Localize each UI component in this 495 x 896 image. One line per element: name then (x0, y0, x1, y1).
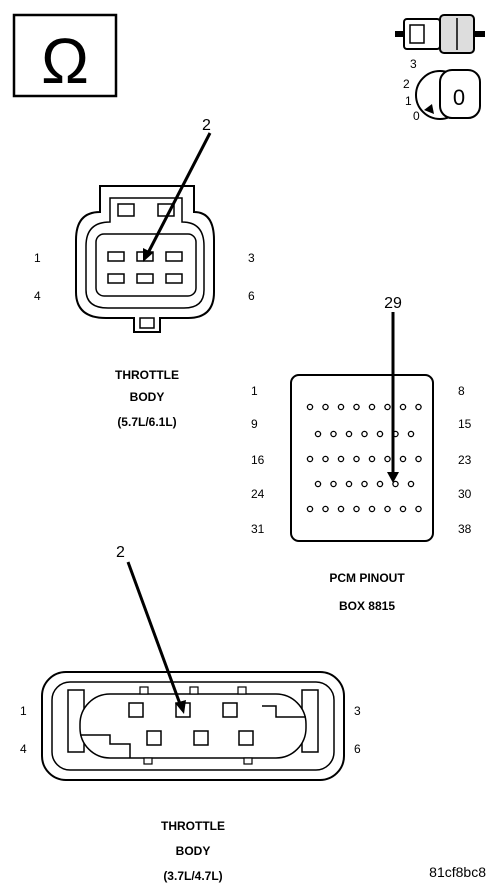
caption-bottom-line3: (3.7L/4.7L) (163, 869, 222, 883)
pcm-row-label-left-1: 1 (251, 384, 258, 398)
pcm-pin-15 (407, 430, 415, 438)
pcm-pin-20 (368, 455, 376, 463)
pcm-pin-10 (330, 430, 337, 438)
pcm-pin-12 (361, 430, 368, 438)
pcm-pin-4 (353, 403, 360, 411)
key-position-3: 3 (410, 57, 417, 71)
pcm-pin-38 (415, 505, 422, 513)
cavity-4 (107, 273, 125, 284)
pcm-pin-28 (376, 480, 384, 488)
cavity-5 (136, 273, 154, 284)
cavity-4 (146, 730, 162, 746)
pcm-row-label-left-5: 31 (251, 522, 265, 536)
connector-plug-icon (395, 14, 485, 54)
pcm-pin-grid (306, 403, 422, 513)
pcm-pin-6 (384, 403, 391, 411)
pcm-pin-19 (353, 455, 360, 463)
pcm-row-label-right-3: 23 (458, 453, 472, 467)
callout-number-pcm: 29 (384, 295, 402, 312)
callout-number-bottom: 2 (116, 544, 125, 561)
pcm-row-label-right-4: 30 (458, 487, 472, 501)
pcm-row-label-right-1: 8 (458, 384, 465, 398)
pcm-pin-34 (353, 505, 360, 513)
key-position-1: 1 (405, 94, 412, 108)
key-head-label: 0 (453, 85, 465, 110)
pcm-pin-22 (399, 455, 407, 463)
pin-label-bottom-conn-bottom-right: 6 (354, 742, 361, 756)
pcm-pin-31 (306, 505, 314, 513)
callout-arrow-bottom (126, 561, 186, 714)
pcm-pin-33 (337, 505, 345, 513)
pcm-pin-35 (368, 505, 376, 513)
pcm-pin-5 (368, 403, 376, 411)
pcm-pin-18 (337, 455, 345, 463)
pcm-pin-29 (392, 480, 399, 488)
pin-label-top-right: 3 (248, 251, 255, 265)
pin-label-bottom-conn-top-left: 1 (20, 704, 27, 718)
pcm-pin-32 (322, 505, 329, 513)
pcm-pin-16 (306, 455, 314, 463)
pin-label-bottom-conn-top-right: 3 (354, 704, 361, 718)
pcm-row-label-right-2: 15 (458, 417, 472, 431)
pcm-pin-9 (314, 430, 322, 438)
caption-pcm-line2: BOX 8815 (339, 599, 395, 613)
pcm-pin-8 (415, 403, 422, 411)
cavity-5 (193, 730, 209, 746)
pcm-row-label-left-4: 24 (251, 487, 265, 501)
pcm-pin-17 (322, 455, 329, 463)
throttle-body-connector-top (75, 185, 215, 333)
cavity-1 (128, 702, 144, 718)
key-position-0: 0 (413, 109, 420, 123)
pcm-pin-25 (330, 480, 337, 488)
pin-label-bottom-left: 4 (34, 289, 41, 303)
pcm-pin-21 (384, 455, 391, 463)
pcm-pin-23 (415, 455, 422, 463)
pcm-row-label-left-3: 16 (251, 453, 265, 467)
pcm-row-label-right-5: 38 (458, 522, 472, 536)
key-position-2: 2 (403, 77, 410, 91)
pcm-pin-11 (345, 430, 353, 438)
pcm-pin-7 (399, 403, 407, 411)
pcm-pin-24 (314, 480, 322, 488)
cavity-3 (165, 251, 183, 262)
caption-bottom-line2: BODY (176, 844, 211, 858)
throttle-body-connector-bottom (41, 671, 345, 781)
caption-top-line3: (5.7L/6.1L) (117, 415, 176, 429)
pcm-row-label-left-2: 9 (251, 417, 258, 431)
pin-label-bottom-right: 6 (248, 289, 255, 303)
pcm-pin-3 (337, 403, 345, 411)
pcm-pin-36 (384, 505, 391, 513)
caption-bottom-line1: THROTTLE (161, 819, 225, 833)
cavity-1 (107, 251, 125, 262)
pcm-pin-27 (361, 480, 368, 488)
caption-top-line1: THROTTLE (115, 368, 179, 382)
ohm-symbol: Ω (41, 25, 89, 97)
pcm-pin-37 (399, 505, 407, 513)
ignition-key-icon: 3 2 1 0 0 (403, 57, 481, 123)
pcm-pin-30 (407, 480, 415, 488)
pcm-pin-26 (345, 480, 353, 488)
pcm-pin-13 (376, 430, 384, 438)
pcm-pin-1 (306, 403, 314, 411)
callout-arrow-top (143, 132, 212, 262)
pin-label-top-left: 1 (34, 251, 41, 265)
caption-pcm-line1: PCM PINOUT (329, 571, 405, 585)
pcm-pinout-box (290, 374, 434, 542)
ohmmeter-icon: Ω (12, 13, 118, 98)
callout-arrow-pcm (387, 312, 399, 483)
pin-label-bottom-conn-bottom-left: 4 (20, 742, 27, 756)
cavity-3 (222, 702, 238, 718)
cavity-6 (165, 273, 183, 284)
cavity-6 (238, 730, 254, 746)
caption-top-line2: BODY (130, 390, 165, 404)
callout-number-top: 2 (202, 117, 211, 134)
pcm-pin-2 (322, 403, 329, 411)
figure-code: 81cf8bc8 (429, 864, 486, 880)
